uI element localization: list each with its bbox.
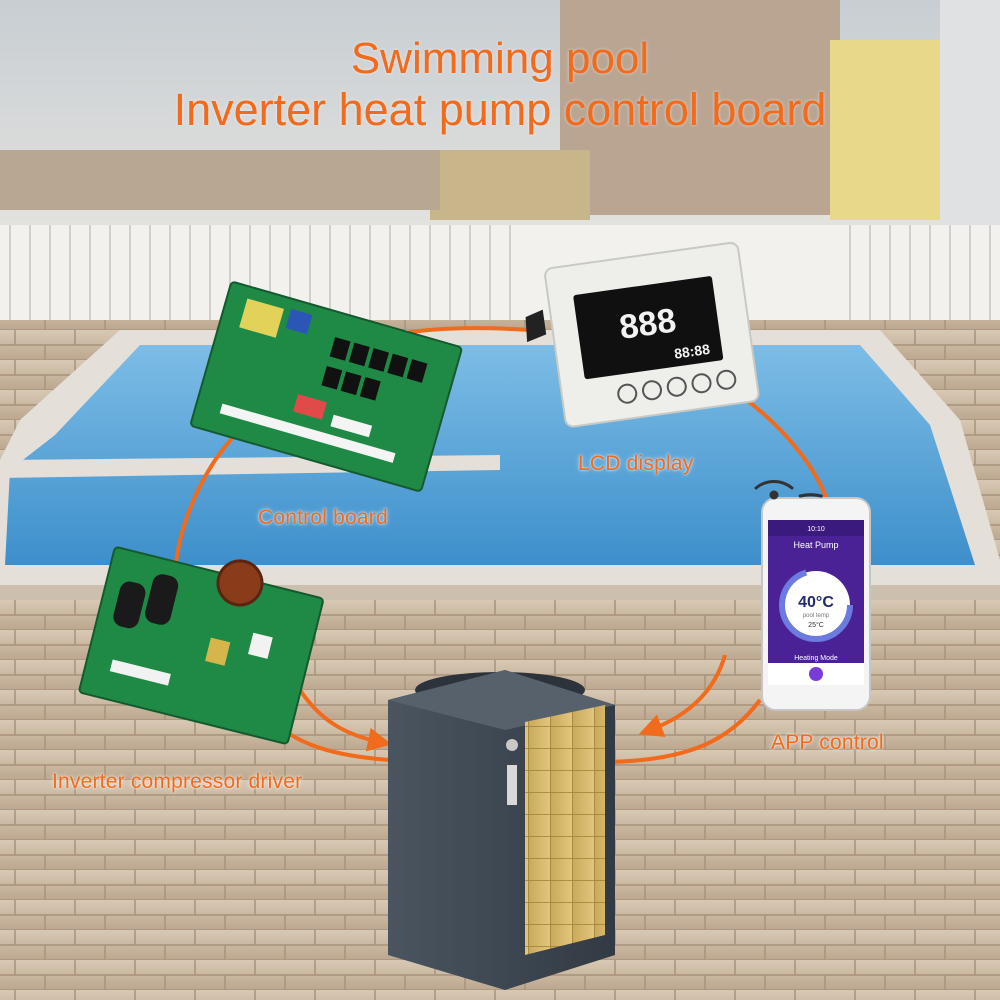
- lcd-main-digits: 888: [617, 301, 678, 347]
- heat-pump-unit-image: [388, 670, 615, 990]
- wifi-icon: [754, 480, 823, 500]
- app-control-label: APP control: [771, 731, 884, 754]
- control-board-label: Control board: [258, 506, 388, 529]
- title-line-2: Inverter heat pump control board: [173, 84, 827, 135]
- lcd-display-label: LCD display: [578, 452, 694, 475]
- title-line-1: Swimming pool: [350, 34, 650, 83]
- inverter-driver-image: [78, 546, 324, 745]
- phone-current-label: pool temp: [803, 613, 830, 619]
- phone-current-temperature: 25°C: [808, 621, 824, 629]
- phone-image: [761, 497, 871, 711]
- control-board-image: [190, 281, 463, 492]
- lcd-secondary-digits: 88:88: [673, 341, 711, 362]
- inverter-driver-label: Inverter compressor driver: [52, 770, 303, 793]
- lcd-panel-image: [525, 241, 760, 428]
- phone-status-time: 10:10: [807, 526, 825, 533]
- phone-set-temperature: 40°C: [798, 594, 834, 611]
- phone-mode: Heating Mode: [794, 655, 838, 662]
- phone-app-title: Heat Pump: [793, 540, 838, 550]
